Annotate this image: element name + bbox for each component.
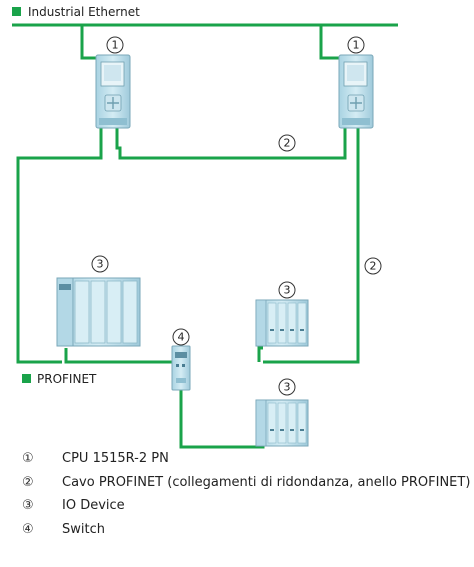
legend-item-cable: ② Cavo PROFINET (collegamenti di ridonda… <box>22 471 474 495</box>
industrial-ethernet-legend-square <box>12 7 21 16</box>
profinet-label: PROFINET <box>37 372 97 386</box>
callout-cpu-right: 1 <box>347 36 365 54</box>
legend: ① CPU 1515R-2 PN ② Cavo PROFINET (colleg… <box>22 447 474 541</box>
cpu-right <box>338 54 374 129</box>
profinet-legend-square <box>22 374 31 383</box>
legend-symbol: ④ <box>22 521 34 537</box>
switch-device <box>171 345 191 391</box>
callout-io-device-rack: 3 <box>91 255 109 273</box>
callout-cable-top: 2 <box>278 134 296 152</box>
callout-cable-right: 2 <box>364 257 382 275</box>
io-device-bottom <box>255 399 309 447</box>
callout-io-device-middle: 3 <box>278 281 296 299</box>
callout-io-device-bottom: 3 <box>278 378 296 396</box>
io-device-middle <box>255 299 309 347</box>
legend-symbol: ③ <box>22 498 34 514</box>
legend-text: IO Device <box>62 498 125 514</box>
svg-text:2: 2 <box>284 137 291 150</box>
io-device-rack-left <box>56 277 141 347</box>
cpu-left <box>95 54 131 129</box>
ethernet-drop-lines <box>80 25 342 60</box>
svg-text:1: 1 <box>353 39 360 52</box>
legend-text: Cavo PROFINET (collegamenti di ridondanz… <box>62 474 471 490</box>
svg-text:4: 4 <box>178 331 185 344</box>
svg-text:3: 3 <box>97 258 104 271</box>
industrial-ethernet-label: Industrial Ethernet <box>28 5 140 19</box>
legend-item-switch: ④ Switch <box>22 518 474 542</box>
legend-text: CPU 1515R-2 PN <box>62 451 169 467</box>
network-diagram: Industrial Ethernet <box>12 5 398 449</box>
legend-item-cpu: ① CPU 1515R-2 PN <box>22 447 474 471</box>
svg-text:3: 3 <box>284 381 291 394</box>
callout-cpu-left: 1 <box>106 36 124 54</box>
legend-symbol: ② <box>22 474 34 490</box>
legend-symbol: ① <box>22 451 34 467</box>
svg-text:3: 3 <box>284 284 291 297</box>
legend-text: Switch <box>62 521 105 537</box>
legend-item-io-device: ③ IO Device <box>22 494 474 518</box>
svg-text:1: 1 <box>112 39 119 52</box>
svg-text:2: 2 <box>370 260 377 273</box>
callout-switch: 4 <box>172 328 190 346</box>
